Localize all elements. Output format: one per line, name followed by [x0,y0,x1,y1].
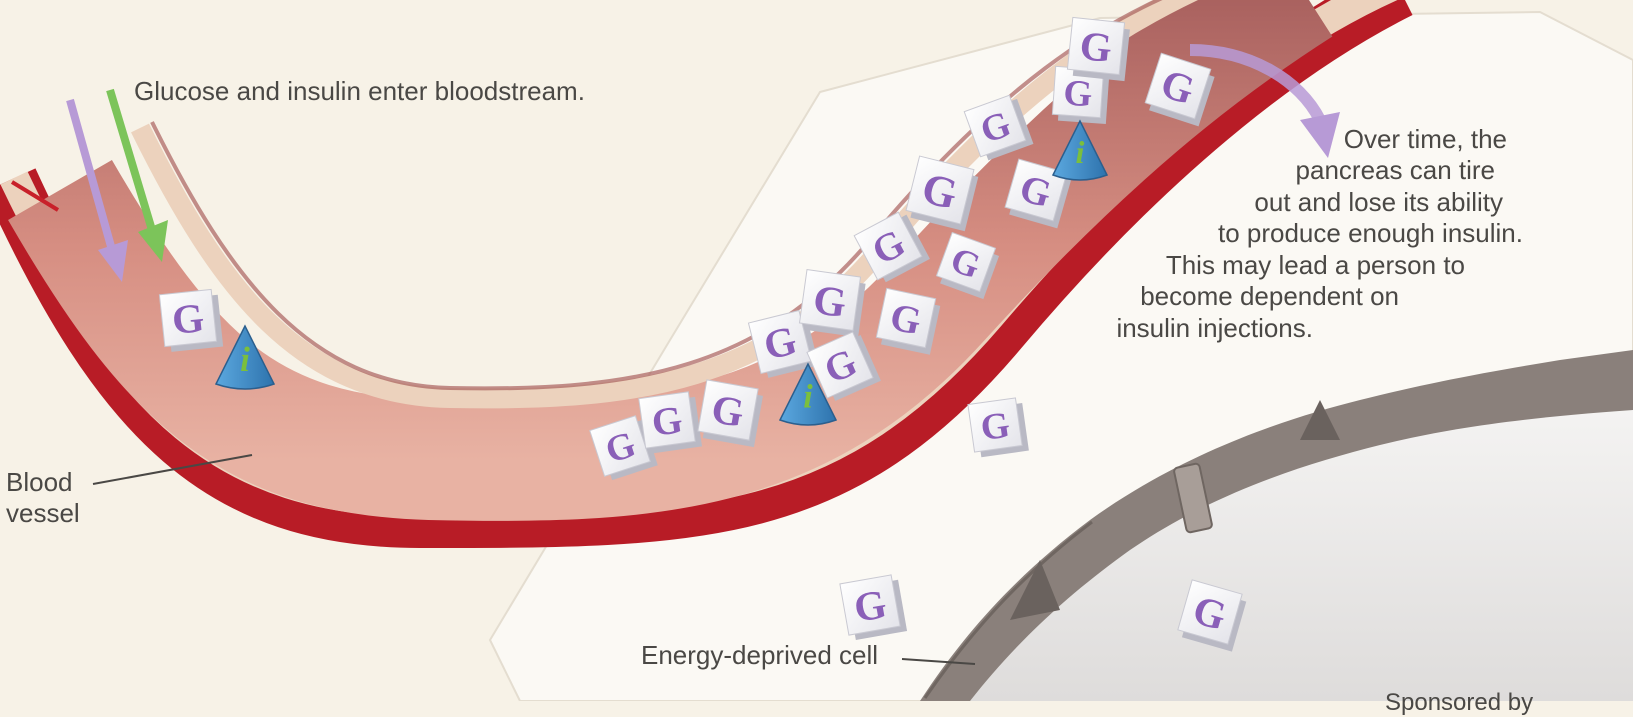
glucose-letter: G [978,405,1012,450]
glucose-cube-icon: G [875,288,941,354]
glucose-cube-icon: G [1067,17,1131,81]
pancreas-note-line: insulin injections. [1008,313,1313,344]
pancreas-note-line: pancreas can tire [1190,155,1495,186]
glucose-letter: G [649,398,685,445]
glucose-cube-icon: G [840,574,907,641]
pancreas-note: Over time, the pancreas can tire out and… [1260,124,1565,344]
insulin-letter: i [803,379,813,416]
caption-energy-deprived-cell: Energy-deprived cell [641,640,878,671]
glucose-cube-icon: G [697,380,764,447]
pancreas-note-line: This may lead a person to [1160,250,1465,281]
glucose-cube-icon: G [159,289,223,353]
pancreas-note-line: to produce enough insulin. [1218,218,1523,249]
caption-partial-footer: Sponsored by [1385,688,1533,717]
insulin-letter: i [240,340,250,379]
caption-blood-vessel-line-1: Blood [6,467,73,497]
glucose-letter: G [810,277,849,327]
glucose-cube-icon: G [968,397,1029,458]
glucose-letter: G [170,294,207,343]
glucose-cube-icon: G [799,270,867,338]
caption-blood-vessel-line-2: vessel [6,498,80,528]
insulin-letter: i [1076,134,1085,170]
pancreas-note-line: become dependent on [1094,281,1399,312]
caption-blood-vessel: Blood vessel [6,467,80,530]
glucose-letter: G [1078,22,1115,71]
caption-glucose-insulin: Glucose and insulin enter bloodstream. [134,76,585,107]
glucose-cube-icon: G [639,391,702,454]
pancreas-note-line: Over time, the [1202,124,1507,155]
glucose-letter: G [1062,72,1094,115]
pancreas-note-line: out and lose its ability [1198,187,1503,218]
